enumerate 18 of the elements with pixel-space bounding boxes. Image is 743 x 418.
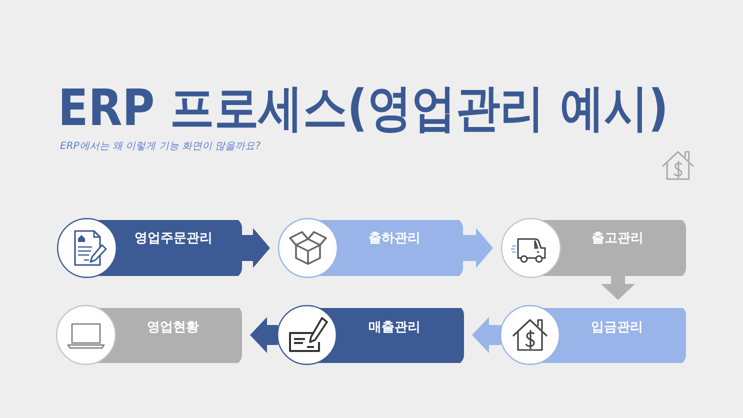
arrow xyxy=(250,317,278,353)
process-box xyxy=(501,218,686,278)
process-box xyxy=(277,305,464,365)
process-label: 출고관리 xyxy=(592,231,644,247)
process-box xyxy=(56,305,242,365)
process-label: 입금관리 xyxy=(591,320,643,336)
arrow xyxy=(242,228,270,268)
process-box xyxy=(500,305,686,365)
process-box xyxy=(57,218,242,278)
arrow xyxy=(601,276,635,300)
process-label: 출하관리 xyxy=(368,231,420,247)
process-label: 영업현황 xyxy=(147,320,199,336)
arrow xyxy=(463,228,493,268)
process-label: 영업주문관리 xyxy=(134,231,212,247)
title: ERP 프로세스(영업관리 예시) xyxy=(58,78,668,138)
process-label: 매출관리 xyxy=(368,320,420,336)
arrow xyxy=(472,317,501,353)
subtitle: ERP에서는 왜 이렇게 기능 화면이 많을까요? xyxy=(60,140,260,153)
